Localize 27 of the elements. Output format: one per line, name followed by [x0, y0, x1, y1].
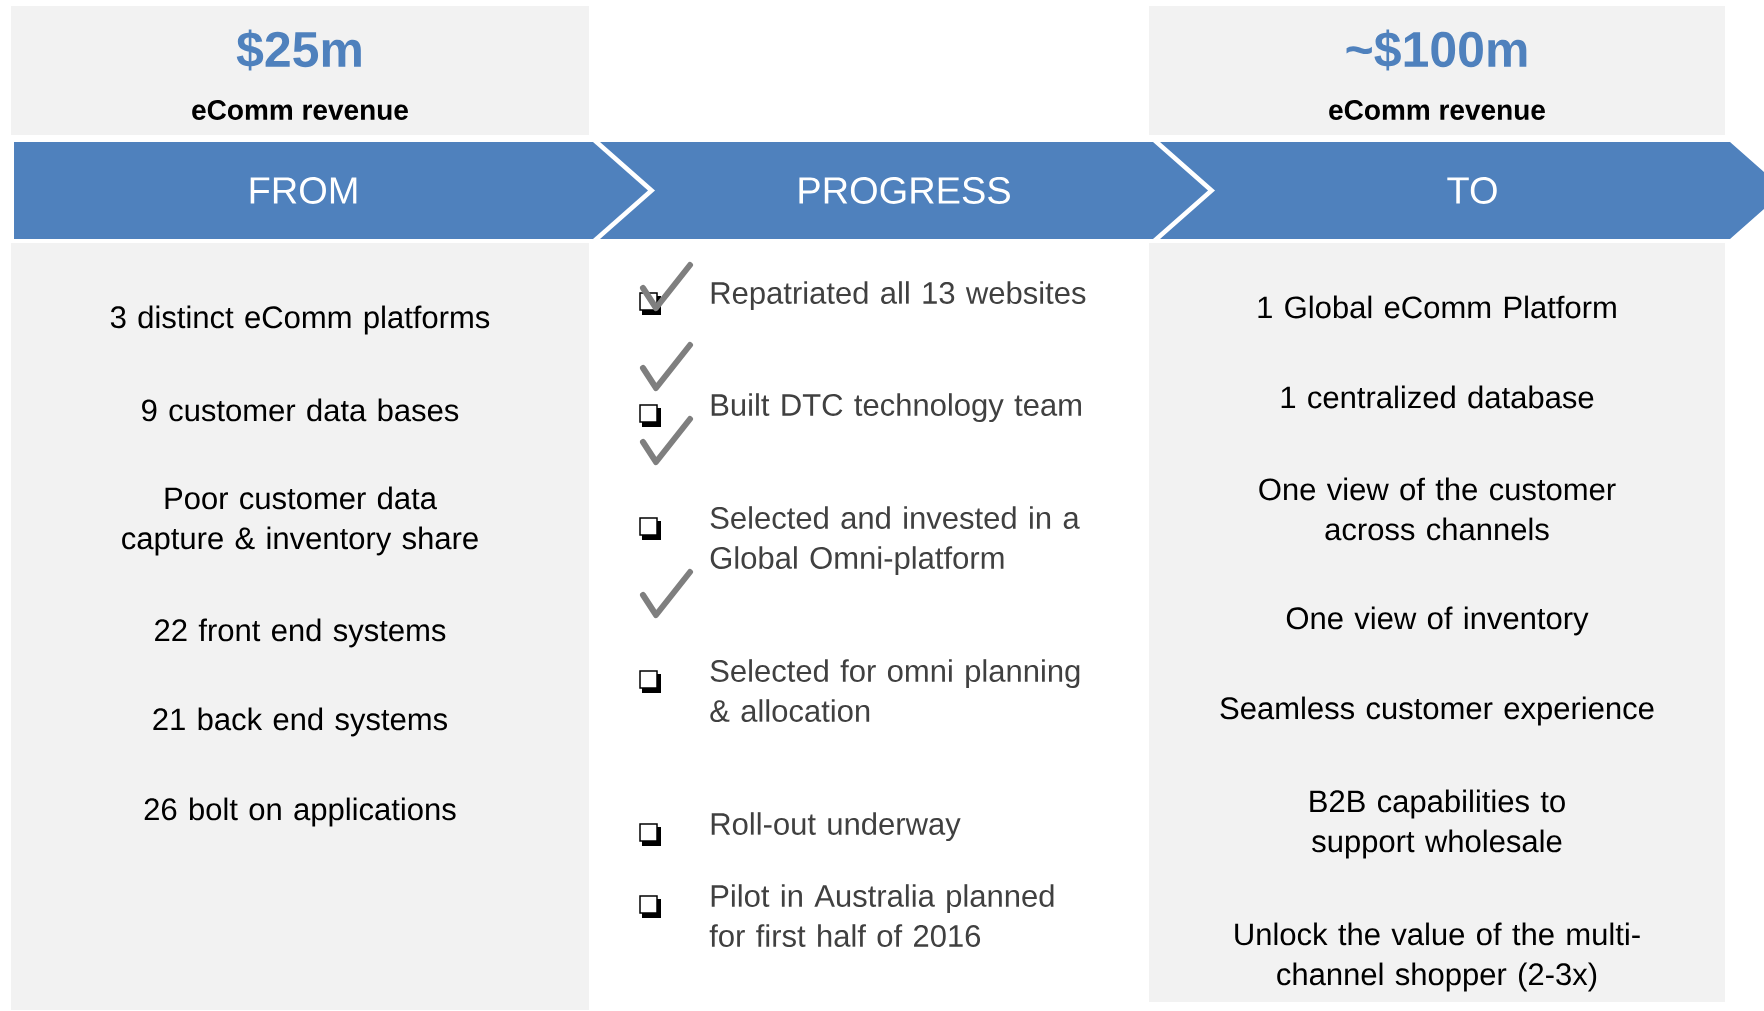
checklist-item: Repatriated all 13 websites: [711, 281, 1086, 311]
checklist-item: Pilot in Australia planned for first half of 2016: [709, 884, 1054, 947]
chevron-band: PROGRESS: [600, 142, 1208, 239]
list-item: 1 Global eComm Platform: [1258, 295, 1616, 319]
node-label: FROM: [250, 177, 357, 204]
checklist-item: Selected for omni planning & allocation: [710, 659, 1080, 722]
list-item: One view of the customer across channels: [1259, 477, 1616, 541]
node-label: PROGRESS: [799, 177, 1010, 204]
list-item: 22 front end systems: [155, 618, 446, 648]
checklist-item: Roll-out underway: [711, 812, 961, 842]
list-item: Seamless customer experience: [1220, 696, 1654, 726]
list-item: One view of inventory: [1286, 606, 1589, 636]
header-box: ~$100m eComm revenue: [1149, 6, 1725, 135]
chevron-band: FROM: [14, 142, 648, 239]
list-item: B2B capabilities to support wholesale: [1310, 789, 1565, 859]
node-label: TO: [1447, 177, 1497, 204]
chevron-band: TO: [1160, 142, 1764, 239]
list-item: 3 distinct eComm platforms: [110, 305, 490, 335]
list-item: 9 customer data bases: [142, 398, 459, 422]
list-item: Unlock the value of the multi-channel shopper (2-3x): [1235, 922, 1640, 992]
list-item: Poor customer data capture & inventory share: [122, 486, 478, 556]
list-item: 21 back end systems: [153, 707, 447, 737]
checklist-item: Built DTC technology team: [711, 393, 1081, 423]
checklist-item: Selected and invested in a Global Omni-platform: [710, 506, 1080, 576]
list-item: 26 bolt on applications: [144, 797, 456, 827]
header-box: $25m eComm revenue: [11, 6, 589, 135]
list-item: 1 centralized database: [1281, 385, 1594, 409]
